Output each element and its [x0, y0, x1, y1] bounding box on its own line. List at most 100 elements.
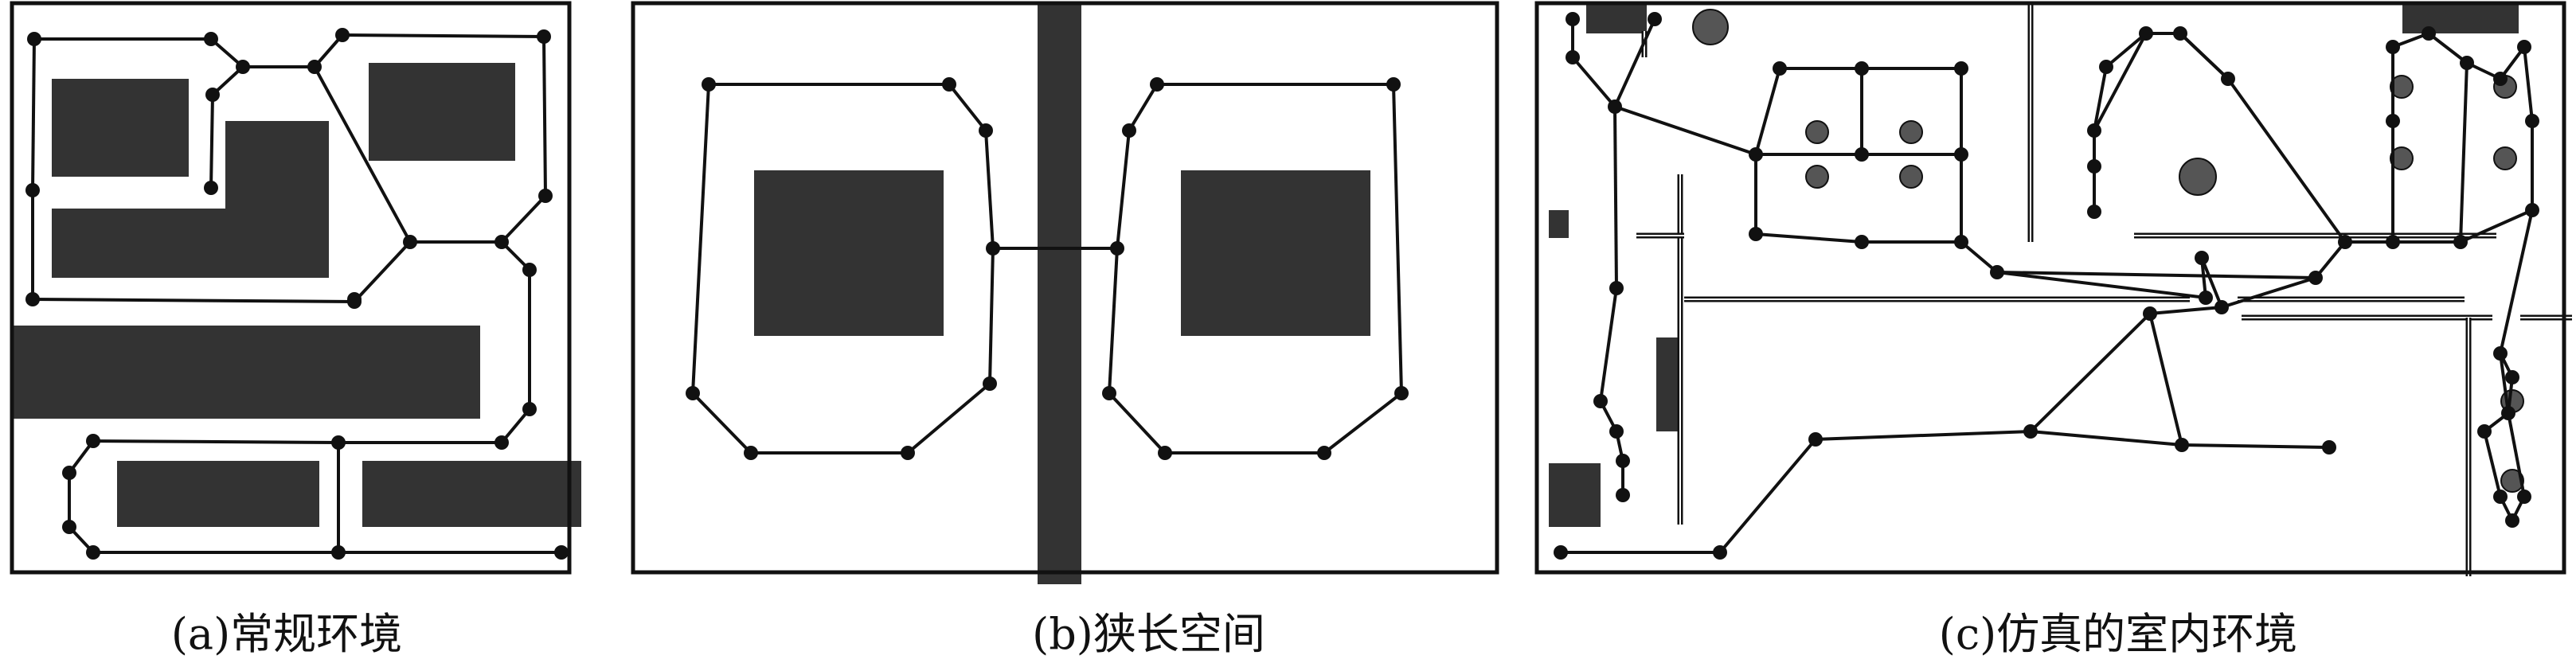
graph-node	[901, 446, 915, 460]
graph-node	[1855, 61, 1869, 76]
graph-edge	[1116, 130, 1131, 249]
graph-node	[1158, 446, 1172, 460]
panel-simulated-indoor-environment	[1534, 1, 2572, 576]
graph-edge	[313, 66, 412, 243]
graph-node	[537, 29, 551, 44]
graph-edge	[1754, 68, 1781, 155]
graph-node	[1808, 432, 1823, 447]
graph-edge	[2499, 209, 2534, 354]
graph-node	[986, 241, 1000, 256]
graph-edge	[1755, 232, 1863, 244]
graph-edge	[1718, 438, 1817, 554]
graph-node	[2087, 123, 2101, 138]
graph-node	[2023, 424, 2038, 439]
graph-edge	[1613, 18, 1656, 107]
graph-edge	[2460, 209, 2533, 244]
graph-node	[307, 60, 322, 74]
graph-node	[62, 520, 76, 534]
graph-node	[205, 88, 220, 102]
graph-edge	[1128, 83, 1159, 132]
obstacle	[1586, 3, 1647, 33]
graph-edge	[2029, 312, 2152, 433]
graph-node	[2087, 205, 2101, 219]
graph-node	[702, 77, 716, 92]
round-obstacle	[2179, 158, 2217, 196]
graph-node	[25, 292, 40, 306]
graph-edge	[984, 130, 995, 249]
graph-node	[1990, 265, 2004, 279]
graph-node	[2386, 40, 2400, 54]
graph-node	[2338, 235, 2352, 249]
graph-edge	[2148, 313, 2183, 446]
graph-node	[522, 402, 537, 416]
graph-node	[1317, 446, 1331, 460]
obstacle	[369, 63, 515, 161]
graph-node	[1616, 488, 1630, 502]
graph-node	[2386, 235, 2400, 249]
graph-node	[494, 435, 509, 450]
graph-node	[2525, 114, 2539, 128]
graph-node	[942, 77, 956, 92]
graph-node	[2501, 406, 2515, 420]
graph-node	[1566, 50, 1580, 64]
graph-edge	[2179, 32, 2230, 80]
round-obstacle	[1805, 165, 1829, 189]
graph-edge	[500, 194, 547, 244]
graph-node	[2505, 370, 2519, 384]
round-obstacle	[1805, 120, 1829, 144]
panel-narrow-space	[631, 1, 1499, 584]
graph-node	[1855, 235, 1869, 249]
round-obstacle	[1899, 120, 1923, 144]
graph-node	[2221, 72, 2235, 86]
graph-edge	[2093, 33, 2148, 131]
graph-edge	[2093, 66, 2108, 131]
graph-node	[1554, 545, 1568, 560]
panel-frame	[10, 1, 572, 575]
graph-edge	[2507, 412, 2526, 497]
graph-edge	[988, 248, 995, 384]
graph-node	[204, 181, 218, 195]
graph-edge	[948, 83, 987, 132]
graph-edge	[92, 439, 339, 444]
graph-node	[1394, 386, 1409, 400]
graph-node	[86, 545, 100, 560]
graph-node	[1954, 235, 1968, 249]
graph-edge	[2499, 353, 2510, 414]
graph-edge	[2459, 62, 2469, 243]
graph-node	[403, 235, 417, 249]
graph-node	[1150, 77, 1164, 92]
graph-edge	[1614, 105, 1757, 156]
graph-edge	[542, 36, 547, 197]
graph-edge	[2105, 32, 2148, 68]
round-obstacle	[2493, 146, 2517, 170]
panel-regular-environment	[10, 1, 581, 575]
obstacle	[12, 326, 480, 419]
graph-node	[522, 263, 537, 277]
graph-node	[1110, 241, 1124, 256]
obstacle	[1038, 3, 1081, 584]
graph-node	[744, 446, 758, 460]
graph-edge	[1323, 392, 1403, 454]
graph-node	[2175, 438, 2189, 452]
graph-edge	[2314, 240, 2347, 279]
graph-edge	[342, 33, 545, 38]
graph-node	[1773, 61, 1787, 76]
graph-node	[1386, 77, 1401, 92]
graph-node	[2139, 26, 2153, 41]
round-obstacle	[2390, 75, 2414, 99]
obstacle	[117, 461, 319, 527]
graph-node	[27, 32, 41, 46]
graph-node	[1648, 12, 1662, 26]
graph-edge	[906, 382, 991, 454]
graph-node	[2422, 26, 2436, 41]
graph-node	[2505, 513, 2519, 528]
graph-edge	[2483, 431, 2502, 497]
obstacle	[225, 121, 329, 209]
graph-edge	[2149, 306, 2222, 315]
graph-node	[236, 60, 250, 74]
graph-node	[1593, 394, 1608, 408]
graph-node	[1122, 123, 1136, 138]
round-obstacle	[2500, 469, 2524, 493]
graph-edge	[1613, 106, 1618, 289]
graph-edge	[1960, 240, 1999, 274]
